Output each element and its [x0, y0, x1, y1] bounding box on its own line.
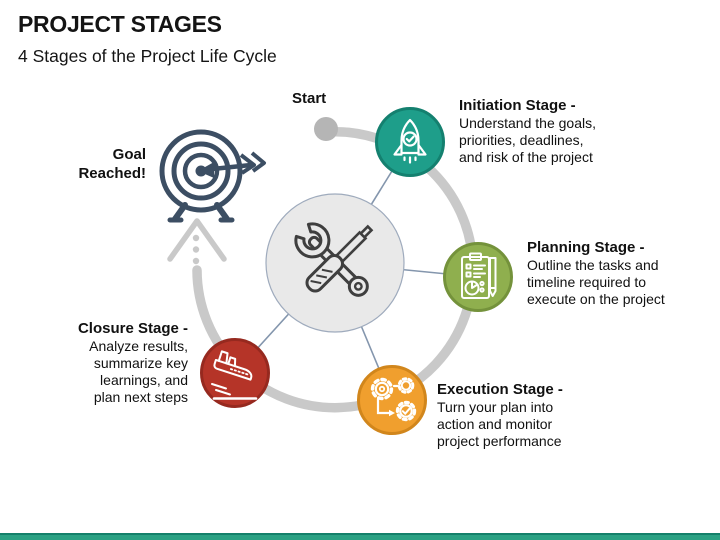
- planning-desc-line: execute on the project: [527, 291, 665, 307]
- start-dot: [314, 117, 338, 141]
- stage-circle-initiation: [375, 107, 445, 177]
- closure-stage-heading: Closure Stage -: [77, 320, 188, 337]
- closure-stage-text: Closure Stage - Analyze results, summari…: [56, 319, 188, 406]
- initiation-stage-heading: Initiation Stage -: [459, 97, 576, 114]
- execution-desc-line: action and monitor: [437, 416, 553, 432]
- closure-desc-line: Analyze results,: [89, 338, 188, 354]
- closure-desc-line: learnings, and: [100, 372, 188, 388]
- execution-stage-heading: Execution Stage -: [437, 381, 563, 398]
- clipboard-pen-icon: [461, 252, 497, 299]
- closure-desc-line: summarize key: [93, 355, 188, 371]
- gears-icon: [370, 377, 417, 422]
- page-title: PROJECT STAGES: [18, 11, 222, 37]
- footer-bar-accent: [0, 533, 720, 535]
- arrow-dots: [192, 234, 200, 265]
- goal-reached-label: Goal Reached!: [54, 145, 146, 183]
- footer-bar: [0, 535, 720, 540]
- stage-circle-execution: [357, 365, 427, 435]
- start-label: Start: [292, 90, 327, 107]
- initiation-desc-line: priorities, deadlines,: [459, 132, 584, 148]
- initiation-stage-text: Initiation Stage - Understand the goals,…: [459, 96, 644, 166]
- goal-label-line2: Reached!: [78, 165, 146, 182]
- planning-desc-line: Outline the tasks and: [527, 257, 659, 273]
- page-subtitle: 4 Stages of the Project Life Cycle: [18, 46, 277, 66]
- execution-desc-line: project performance: [437, 433, 562, 449]
- arrow-up-icon: [167, 218, 227, 262]
- execution-stage-text: Execution Stage - Turn your plan into ac…: [437, 380, 617, 450]
- stage-circle-closure: [200, 338, 270, 408]
- initiation-desc-line: and risk of the project: [459, 149, 593, 165]
- stage-circle-planning: [443, 242, 513, 312]
- closure-desc-line: plan next steps: [93, 389, 188, 405]
- plane-landing-icon: [211, 350, 258, 400]
- planning-stage-text: Planning Stage - Outline the tasks and t…: [527, 238, 707, 308]
- goal-label-line1: Goal: [112, 146, 146, 163]
- execution-desc-line: Turn your plan into: [437, 399, 554, 415]
- tools-icon: [294, 222, 374, 297]
- rocket-icon: [393, 118, 427, 164]
- planning-stage-heading: Planning Stage -: [527, 239, 645, 256]
- target-arrow-icon: [159, 129, 266, 223]
- planning-desc-line: timeline required to: [527, 274, 647, 290]
- initiation-desc-line: Understand the goals,: [459, 115, 596, 131]
